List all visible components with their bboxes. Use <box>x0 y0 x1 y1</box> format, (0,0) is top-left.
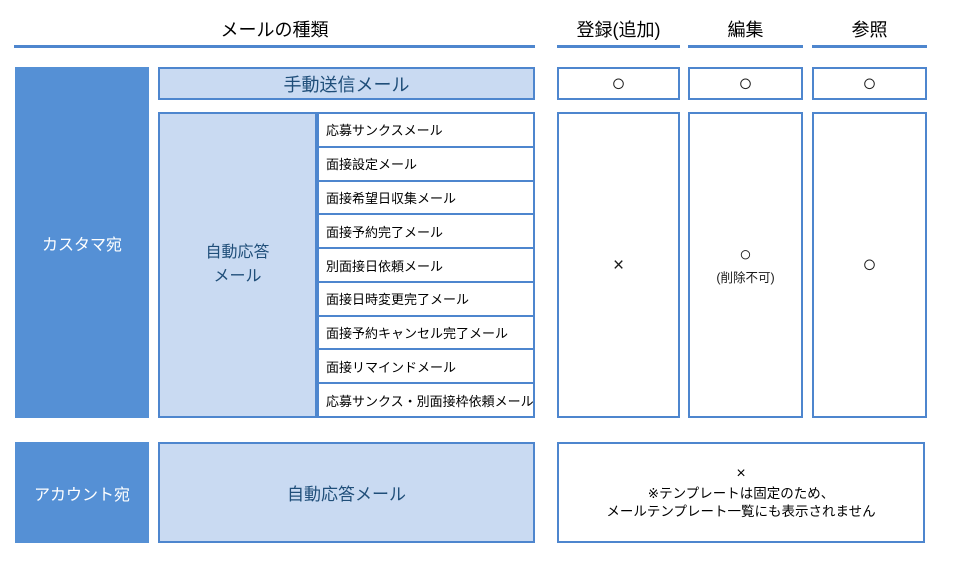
auto-mail-item: 面接希望日収集メール <box>319 182 533 216</box>
auto-mail-item: 別面接日依頼メール <box>319 249 533 283</box>
auto-mail-label-line2: メール <box>213 268 262 285</box>
auto-mail-box: 自動応答 メール <box>158 112 317 418</box>
auto-view-cell: ○ <box>812 112 927 418</box>
auto-mail-item: 面接リマインドメール <box>319 350 533 385</box>
manual-register-cell: ○ <box>557 67 680 100</box>
auto-mail-item: 面接設定メール <box>319 148 533 182</box>
edit-column-header: 編集 <box>727 20 764 40</box>
auto-mail-label: 自動応答 メール <box>205 241 269 289</box>
note-line-1: ※テンプレートは固定のため、 <box>647 486 835 502</box>
auto-mail-label-line1: 自動応答 <box>205 244 270 261</box>
circle-mark: ○ <box>862 69 877 97</box>
account-row-label: アカウント宛 <box>15 442 149 543</box>
auto-register-cell: × <box>557 112 680 418</box>
mail-type-header: メールの種類 <box>220 20 329 40</box>
cross-mark: × <box>612 254 625 276</box>
auto-edit-cell: ○ (削除不可) <box>688 112 803 418</box>
circle-mark: ○ <box>738 69 753 97</box>
edit-underline <box>688 45 803 48</box>
account-note-box: × ※テンプレートは固定のため、 メールテンプレート一覧にも表示されません <box>557 442 925 543</box>
account-auto-mail-box: 自動応答メール <box>158 442 535 543</box>
circle-mark: ○ <box>739 243 752 266</box>
manual-view-cell: ○ <box>812 67 927 100</box>
register-underline <box>557 45 680 48</box>
mail-type-underline <box>14 45 535 48</box>
customer-row-label: カスタマ宛 <box>15 67 149 418</box>
auto-mail-item: 応募サンクス・別面接枠依頼メール <box>326 393 533 409</box>
manual-edit-cell: ○ <box>688 67 803 100</box>
auto-mail-item: 面接日時変更完了メール <box>319 283 533 317</box>
view-column-header: 参照 <box>851 20 888 40</box>
auto-mail-item: 面接予約キャンセル完了メール <box>319 317 533 351</box>
auto-mail-item-list: 応募サンクスメール 面接設定メール 面接希望日収集メール 面接予約完了メール 別… <box>317 112 535 418</box>
auto-mail-item: 面接予約完了メール <box>319 215 533 250</box>
view-underline <box>812 45 927 48</box>
auto-mail-item: 応募サンクスメール <box>319 114 533 148</box>
register-column-header: 登録(追加) <box>576 20 661 40</box>
note-cross-mark: × <box>736 465 746 483</box>
circle-mark: ○ <box>611 69 626 97</box>
circle-mark: ○ <box>862 251 877 278</box>
note-line-2: メールテンプレート一覧にも表示されません <box>606 504 876 520</box>
manual-mail-box: 手動送信メール <box>158 67 535 100</box>
edit-note: (削除不可) <box>716 271 775 285</box>
